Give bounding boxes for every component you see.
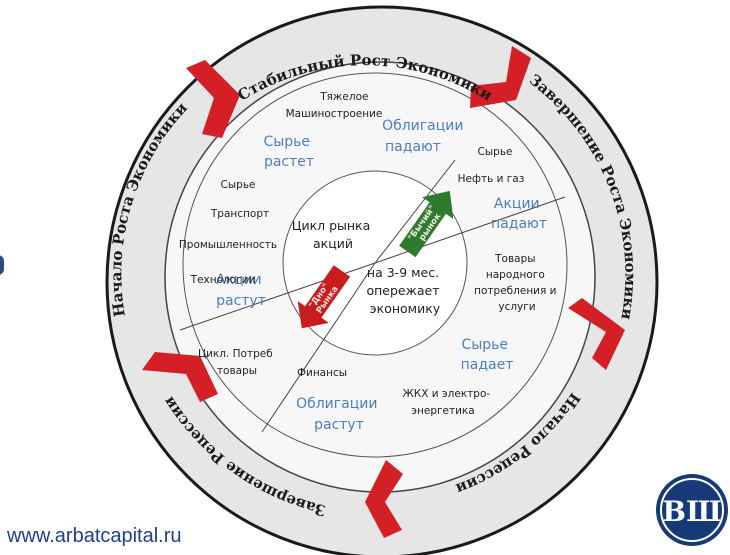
sector-raw-falling: Сырье падает	[461, 337, 514, 373]
sector-consumer-goods: Товары народного потребления и услуги	[474, 253, 560, 313]
sector-bonds-falling: Облигации падают	[382, 118, 468, 155]
bull-arrow-shape	[399, 190, 454, 258]
logo-letters: ВШ	[662, 495, 721, 528]
sector-cyclical-goods: Цикл. Потреб товары	[198, 348, 276, 377]
sector-heavy-industry: Тяжелое Машиностроение	[286, 91, 383, 120]
sector-raw-growing: Сырье растет	[263, 134, 314, 170]
core-leads-label: на 3-9 мес. опережает экономику	[366, 265, 443, 316]
arrow-top-left	[186, 60, 240, 138]
sector-stocks-growing: Акции растут	[216, 272, 266, 309]
divider-sw	[261, 262, 376, 433]
arrow-top-right	[470, 46, 531, 108]
bear-arrow-shape	[297, 265, 351, 329]
edge-tab	[0, 255, 4, 275]
core-cycle-label: Цикл рынка акций	[292, 218, 375, 251]
sector-raw-material: Сырье	[478, 146, 513, 158]
ring-arrows	[142, 46, 625, 538]
sector-utilities: ЖКХ и электро- энергетика	[402, 388, 493, 417]
divider-ne	[374, 159, 456, 264]
divider-e	[374, 196, 566, 264]
footer-url-link[interactable]: www.arbatcapital.ru	[7, 525, 182, 547]
middle-circle	[182, 72, 568, 458]
sector-raw-left: Сырье	[221, 179, 256, 191]
arrow-left	[142, 352, 218, 402]
logo-inner-ring	[660, 478, 724, 542]
sector-transport: Транспорт	[210, 208, 269, 220]
sector-technology: Технологии	[190, 274, 256, 286]
sector-industry: Промышленность	[179, 239, 277, 251]
sector-finance: Финансы	[297, 367, 347, 379]
sector-oil-gas: Нефть и газ	[458, 173, 525, 185]
sector-stocks-falling: Акции падают	[491, 196, 547, 232]
logo-outer-circle	[656, 474, 728, 546]
hse-logo: ВШ	[656, 474, 728, 546]
arrow-bottom	[365, 460, 403, 538]
arrow-right	[568, 298, 625, 370]
sector-bonds-growing: Облигации растут	[296, 396, 382, 433]
